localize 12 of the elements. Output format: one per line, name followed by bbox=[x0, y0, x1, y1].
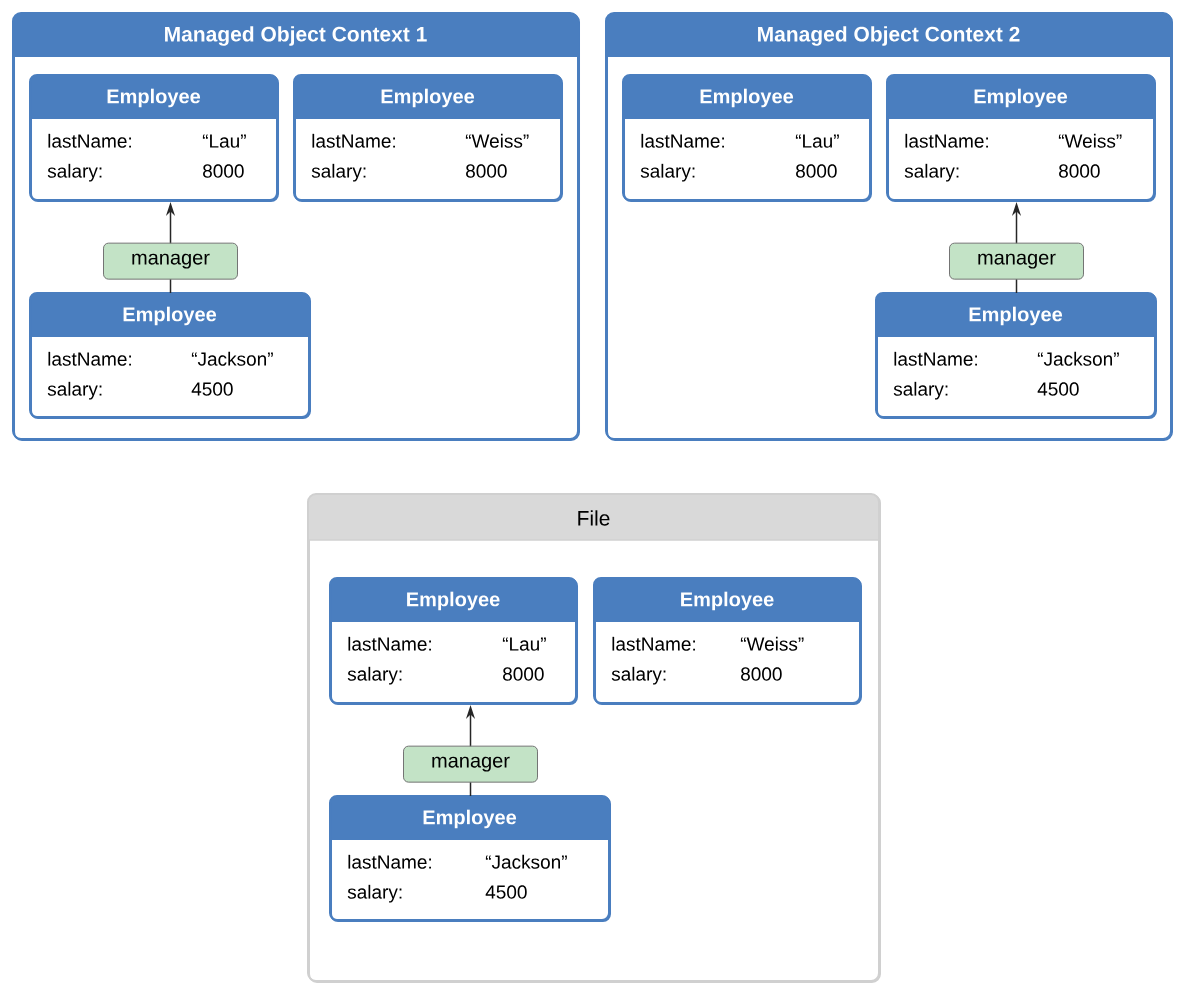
edge-label: manager bbox=[103, 242, 238, 280]
employee-card: Employee lastName: “Lau” salary: 8000 bbox=[29, 74, 279, 202]
employee-card: Employee lastName: “Weiss” salary: 8000 bbox=[886, 74, 1156, 202]
edge-label: manager bbox=[949, 242, 1084, 280]
employee-card: Employee lastName: “Weiss” salary: 8000 bbox=[593, 577, 862, 705]
edge-label: manager bbox=[403, 745, 538, 783]
employee-card: Employee lastName: “Jackson” salary: 4500 bbox=[329, 795, 611, 922]
employee-card: Employee lastName: “Lau” salary: 8000 bbox=[329, 577, 578, 705]
employee-card: Employee lastName: “Lau” salary: 8000 bbox=[622, 74, 872, 202]
employee-card: Employee lastName: “Jackson” salary: 4500 bbox=[875, 292, 1157, 419]
employee-card: Employee lastName: “Jackson” salary: 4500 bbox=[29, 292, 311, 419]
employee-card: Employee lastName: “Weiss” salary: 8000 bbox=[293, 74, 563, 202]
